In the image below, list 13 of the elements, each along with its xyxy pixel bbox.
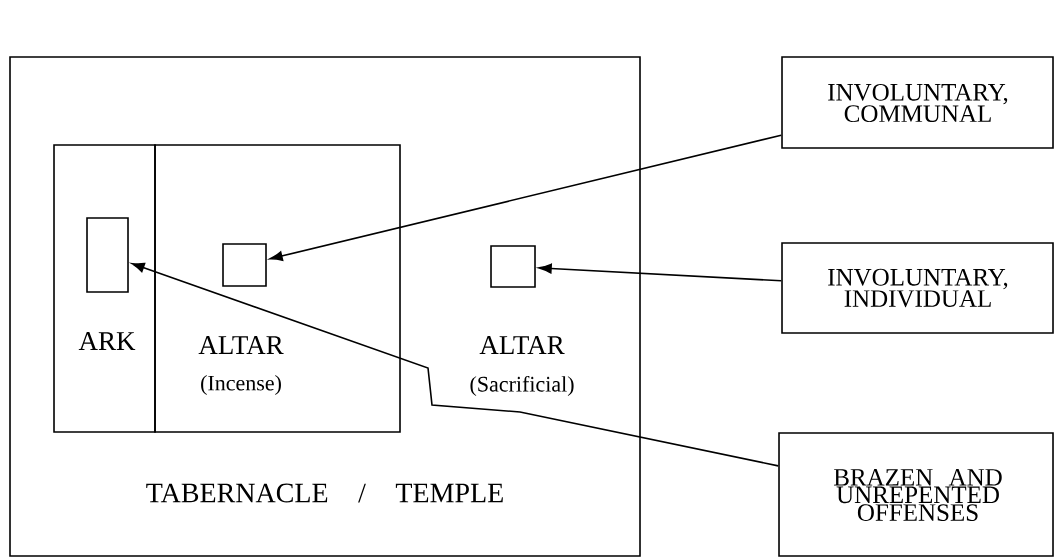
label-box: BRAZEN AND UNREPENTED OFFENSES xyxy=(778,432,1054,557)
altar-label: ALTAR xyxy=(479,336,565,354)
frame-box xyxy=(154,144,401,433)
label-box: INVOLUNTARY, INDIVIDUAL xyxy=(781,242,1054,334)
altar-label: ALTAR xyxy=(198,336,284,354)
altar-label: (Incense) xyxy=(201,375,281,395)
arrow xyxy=(538,263,782,282)
altar-label: ARK xyxy=(78,332,136,350)
label-box: INVOLUNTARY, COMMUNAL xyxy=(781,56,1054,149)
frame-box xyxy=(53,144,156,433)
altar-label: (Sacrificial) xyxy=(470,375,574,397)
arrow xyxy=(131,262,779,467)
arrow xyxy=(269,134,782,261)
